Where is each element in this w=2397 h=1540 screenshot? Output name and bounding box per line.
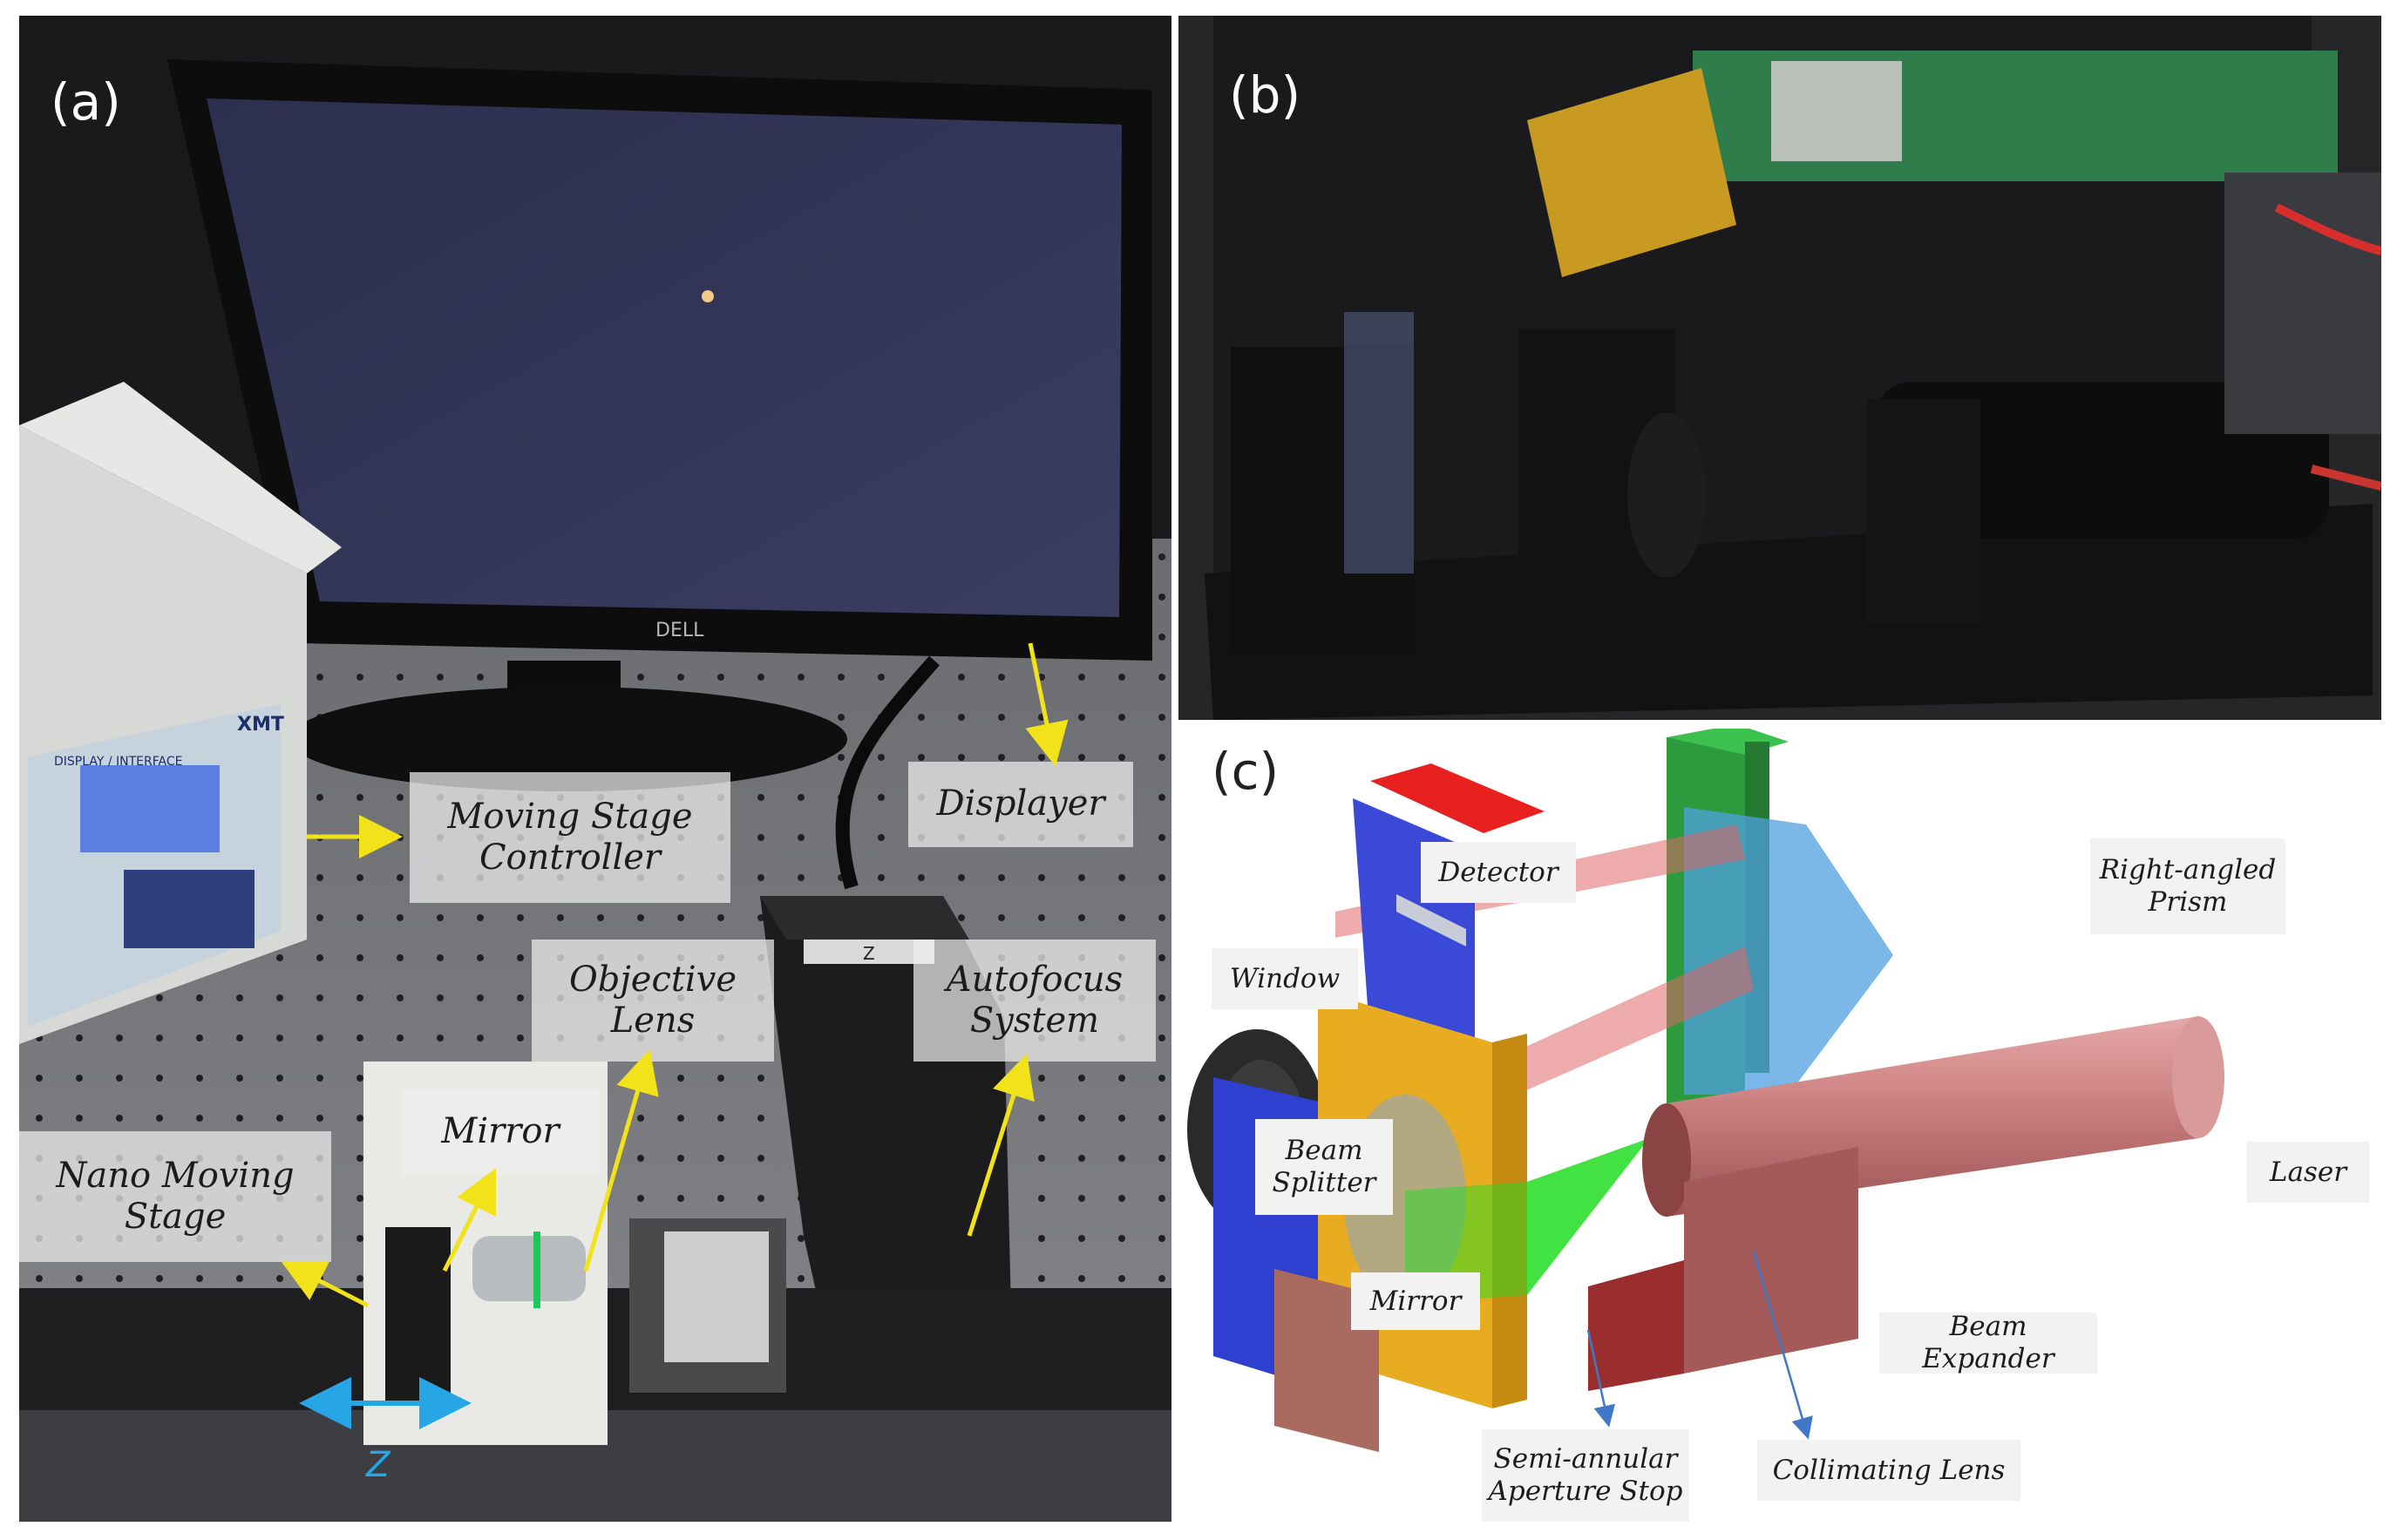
laser-tag: Laser <box>2247 1142 2369 1203</box>
mirror-tag-c: Mirror <box>1351 1272 1480 1330</box>
right-angled-prism-line2: Prism <box>2148 886 2228 918</box>
green-beam <box>1527 1138 1649 1295</box>
objective-lens-line2: Lens <box>610 1001 696 1041</box>
panel-c-cad-model: (c) Detector Right-angled Prism Window B… <box>1178 729 2381 1522</box>
panel-a-setup-photo: DELL XMT DISPLAY / INTERFACE Z <box>19 16 1171 1522</box>
stage-label-text: Z <box>863 943 875 964</box>
laser-body <box>1876 382 2329 539</box>
aperture-stop-tag: Semi-annular Aperture Stop <box>1482 1429 1689 1522</box>
aperture-stop-line2: Aperture Stop <box>1488 1476 1683 1507</box>
moving-stage-controller-line1: Moving Stage <box>447 796 693 837</box>
flex-cable <box>1527 68 1736 277</box>
beam-splitter-tag: Beam Splitter <box>1255 1119 1393 1215</box>
moving-stage-controller-line2: Controller <box>479 838 662 878</box>
monitor: DELL <box>167 59 1152 791</box>
panel-b-label: (b) <box>1229 65 1301 125</box>
arrow-to-displayer <box>1025 642 1069 767</box>
beam-expander-tag: Beam Expander <box>1879 1311 2097 1374</box>
objective-lens-body <box>472 1236 586 1301</box>
right-angled-prism-line1: Right-angled <box>2099 854 2277 886</box>
panel-a-arrows <box>281 642 1069 1429</box>
beam-splitter-line1: Beam <box>1285 1135 1363 1167</box>
nano-moving-stage-line1: Nano Moving <box>56 1155 295 1196</box>
mirror-tag: Mirror <box>401 1089 600 1175</box>
laser-spot <box>702 290 714 302</box>
arrow-to-autofocus <box>967 1053 1035 1237</box>
wires <box>2274 203 2381 255</box>
z-axis-label: Z <box>366 1445 390 1485</box>
nano-moving-stage-line2: Stage <box>124 1197 227 1237</box>
monitor-brand-text: DELL <box>655 620 704 641</box>
detector-tag: Detector <box>1421 842 1576 903</box>
moving-stage-controller-tag: Moving Stage Controller <box>410 772 730 903</box>
beam-splitter-line2: Splitter <box>1272 1167 1376 1198</box>
controller-brand-text: XMT <box>237 714 284 736</box>
panel-a-label: (a) <box>51 72 121 132</box>
right-angled-prism <box>1684 807 1893 1095</box>
leader-to-collimating-lens <box>1752 1251 1813 1440</box>
prism-mount <box>2224 173 2381 434</box>
objective-lens-line1: Objective <box>568 959 737 1000</box>
laser-assembly <box>1588 1016 2224 1391</box>
displayer-tag: Displayer <box>908 762 1133 847</box>
objective-lens-tag: Objective Lens <box>532 940 774 1062</box>
leader-to-aperture <box>1586 1329 1616 1428</box>
autofocus-system-line2: System <box>969 1001 1100 1041</box>
aperture-stop-line1: Semi-annular <box>1493 1443 1678 1476</box>
panel-c-leader-lines <box>1586 1251 1813 1440</box>
arrow-to-nano-stage <box>281 1260 370 1308</box>
window-tag: Window <box>1212 948 1358 1009</box>
internals-photo-illustration <box>1178 16 2381 720</box>
stage-controller: XMT DISPLAY / INTERFACE <box>19 382 342 1044</box>
cable <box>835 655 940 890</box>
housing-floor <box>1205 504 2373 720</box>
panel-c-label: (c) <box>1212 742 1280 801</box>
nano-moving-stage-tag: Nano Moving Stage <box>19 1131 331 1262</box>
controller-panel-text: DISPLAY / INTERFACE <box>54 755 182 769</box>
autofocus-system-tag: Autofocus System <box>913 940 1156 1062</box>
arrow-to-mirror <box>442 1168 496 1272</box>
panel-b-internals-photo: (b) <box>1178 16 2381 720</box>
autofocus-system-line1: Autofocus <box>946 959 1124 1000</box>
arrow-to-objective <box>583 1048 659 1272</box>
collimating-lens-tag: Collimating Lens <box>1757 1440 2020 1501</box>
right-angled-prism-tag: Right-angled Prism <box>2090 838 2285 934</box>
